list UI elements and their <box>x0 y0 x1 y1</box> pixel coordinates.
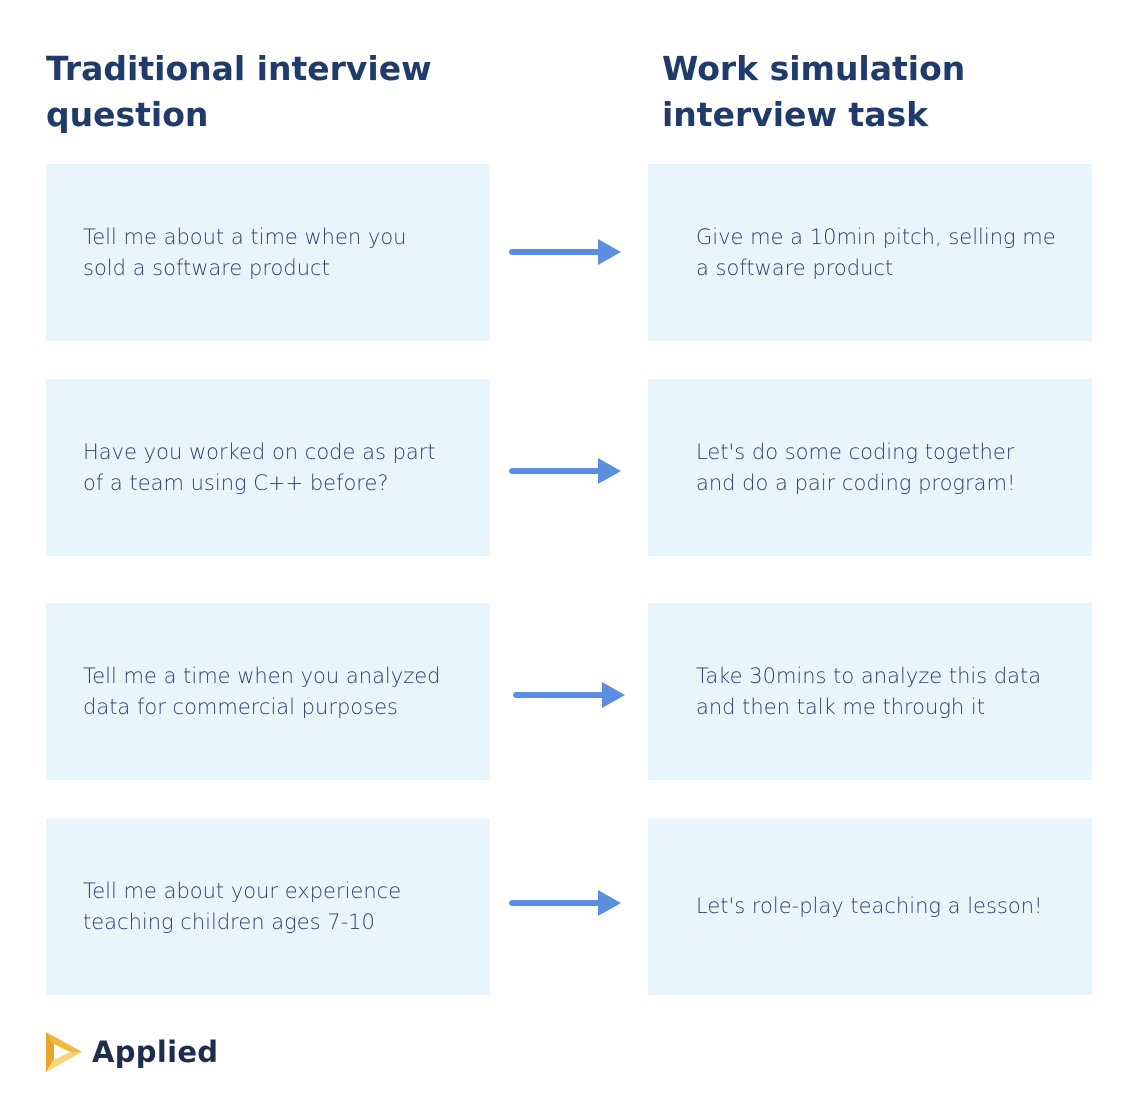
arrow-right-icon <box>509 890 621 916</box>
traditional-question-card: Tell me a time when you analyzed data fo… <box>46 603 490 780</box>
traditional-question-text: Tell me a time when you analyzed data fo… <box>83 663 441 719</box>
traditional-question-heading: Traditional interview question <box>46 49 432 134</box>
arrow-right-icon <box>513 682 625 708</box>
traditional-question-text: Tell me about a time when you sold a sof… <box>83 224 407 280</box>
arrow-right-icon <box>509 458 621 484</box>
traditional-question-text: Tell me about your experience teaching c… <box>83 878 402 934</box>
work-simulation-card: Let's role-play teaching a lesson! <box>648 818 1092 995</box>
arrow-right-icon <box>509 239 621 265</box>
work-simulation-card: Give me a 10min pitch, selling me a soft… <box>648 164 1092 341</box>
work-simulation-heading: Work simulation interview task <box>662 49 966 134</box>
work-simulation-text: Give me a 10min pitch, selling me a soft… <box>696 224 1056 280</box>
work-simulation-card: Let's do some coding together and do a p… <box>648 379 1092 556</box>
traditional-question-card: Have you worked on code as part of a tea… <box>46 379 490 556</box>
work-simulation-text: Let's do some coding together and do a p… <box>696 439 1016 495</box>
play-triangle-logo-icon <box>46 1032 82 1072</box>
work-simulation-text: Let's role-play teaching a lesson! <box>696 894 1043 918</box>
traditional-question-card: Tell me about a time when you sold a sof… <box>46 164 490 341</box>
work-simulation-card: Take 30mins to analyze this data and the… <box>648 603 1092 780</box>
traditional-question-card: Tell me about your experience teaching c… <box>46 818 490 995</box>
work-simulation-text: Take 30mins to analyze this data and the… <box>696 663 1042 719</box>
traditional-question-text: Have you worked on code as part of a tea… <box>83 439 436 495</box>
applied-logo: Applied <box>44 1030 218 1074</box>
logo-text: Applied <box>92 1035 219 1069</box>
